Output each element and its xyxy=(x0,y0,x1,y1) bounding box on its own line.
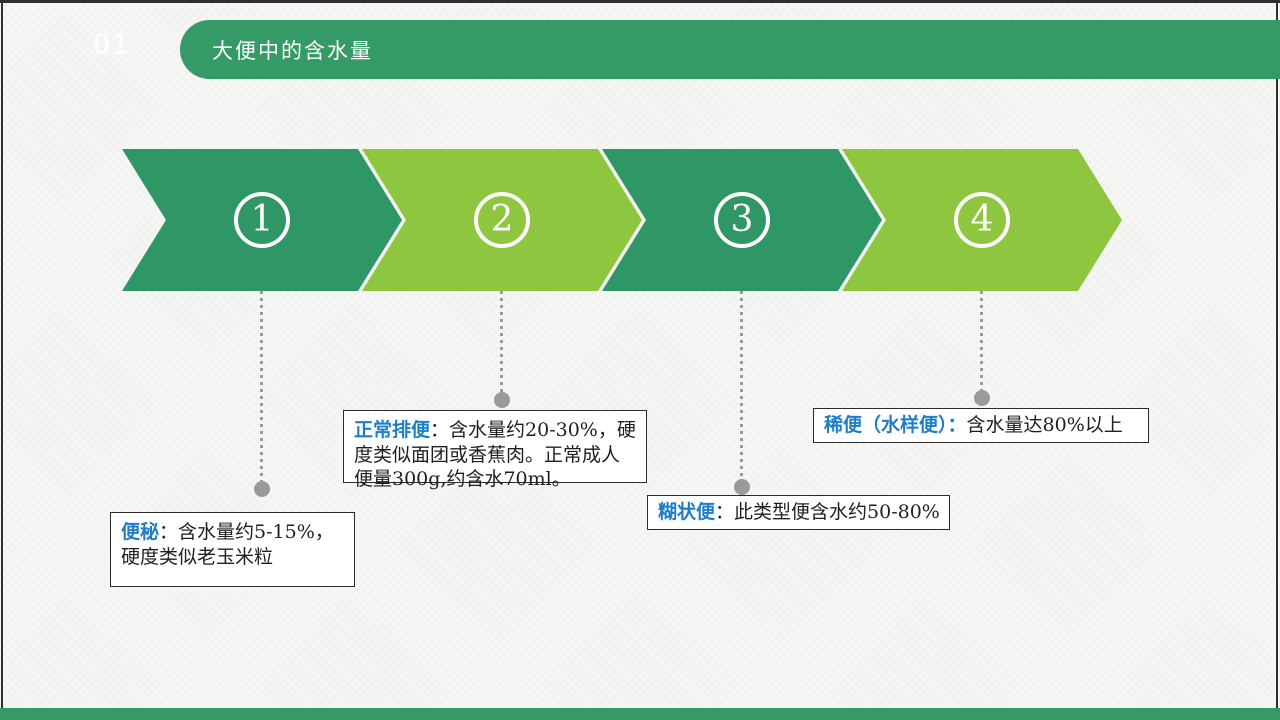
connector-line-2 xyxy=(500,291,503,392)
callout-watery-stool-label: 稀便（水样便）： xyxy=(824,414,967,436)
callout-constipation: 便秘：含水量约5-15%，硬度类似老玉米粒 xyxy=(110,512,355,587)
callout-watery-stool-body: 含水量达80%以上 xyxy=(966,414,1123,436)
bottom-accent-bar xyxy=(0,708,1280,720)
connector-dot-1 xyxy=(254,481,270,497)
step-number-3: 3 xyxy=(730,199,754,240)
chevron-step-4: 4 xyxy=(842,149,1122,291)
connector-dot-4 xyxy=(974,390,990,406)
slide-border-left xyxy=(1,0,3,708)
callout-watery-stool: 稀便（水样便）：含水量达80%以上 xyxy=(813,408,1149,443)
callout-normal-stool-body: ：含水量约20-30%，硬度类似面团或香蕉肉。正常成人便量300g,约含水70m… xyxy=(354,419,636,491)
chevron-step-1: 1 xyxy=(122,149,402,291)
step-number-4: 4 xyxy=(970,199,994,240)
callout-normal-stool-label: 正常排便 xyxy=(354,419,431,441)
connector-dot-3 xyxy=(734,479,750,495)
callout-paste-stool-body: ：此类型便含水约50-80% xyxy=(715,501,940,523)
slide-title: 大便中的含水量 xyxy=(212,38,373,63)
step-circle-4: 4 xyxy=(954,192,1010,248)
callout-paste-stool-label: 糊状便 xyxy=(658,501,716,523)
step-number-2: 2 xyxy=(490,199,514,240)
step-circle-1: 1 xyxy=(234,192,290,248)
chevron-step-3: 3 xyxy=(602,149,882,291)
callout-paste-stool: 糊状便：此类型便含水约50-80% xyxy=(647,495,950,530)
title-banner: 大便中的含水量 xyxy=(180,20,1280,79)
chevron-step-2: 2 xyxy=(362,149,642,291)
slide-border-top xyxy=(0,0,1280,3)
connector-line-4 xyxy=(980,291,983,390)
page-number: 01 xyxy=(93,26,130,61)
connector-line-1 xyxy=(260,291,263,481)
callout-normal-stool: 正常排便：含水量约20-30%，硬度类似面团或香蕉肉。正常成人便量300g,约含… xyxy=(343,410,647,490)
slide-border-right xyxy=(1276,0,1278,708)
step-circle-2: 2 xyxy=(474,192,530,248)
connector-dot-2 xyxy=(494,392,510,408)
callout-constipation-label: 便秘 xyxy=(121,521,160,543)
callout-constipation-body: ：含水量约5-15%，硬度类似老玉米粒 xyxy=(121,521,334,568)
connector-line-3 xyxy=(740,291,743,479)
step-circle-3: 3 xyxy=(714,192,770,248)
step-number-1: 1 xyxy=(250,199,274,240)
